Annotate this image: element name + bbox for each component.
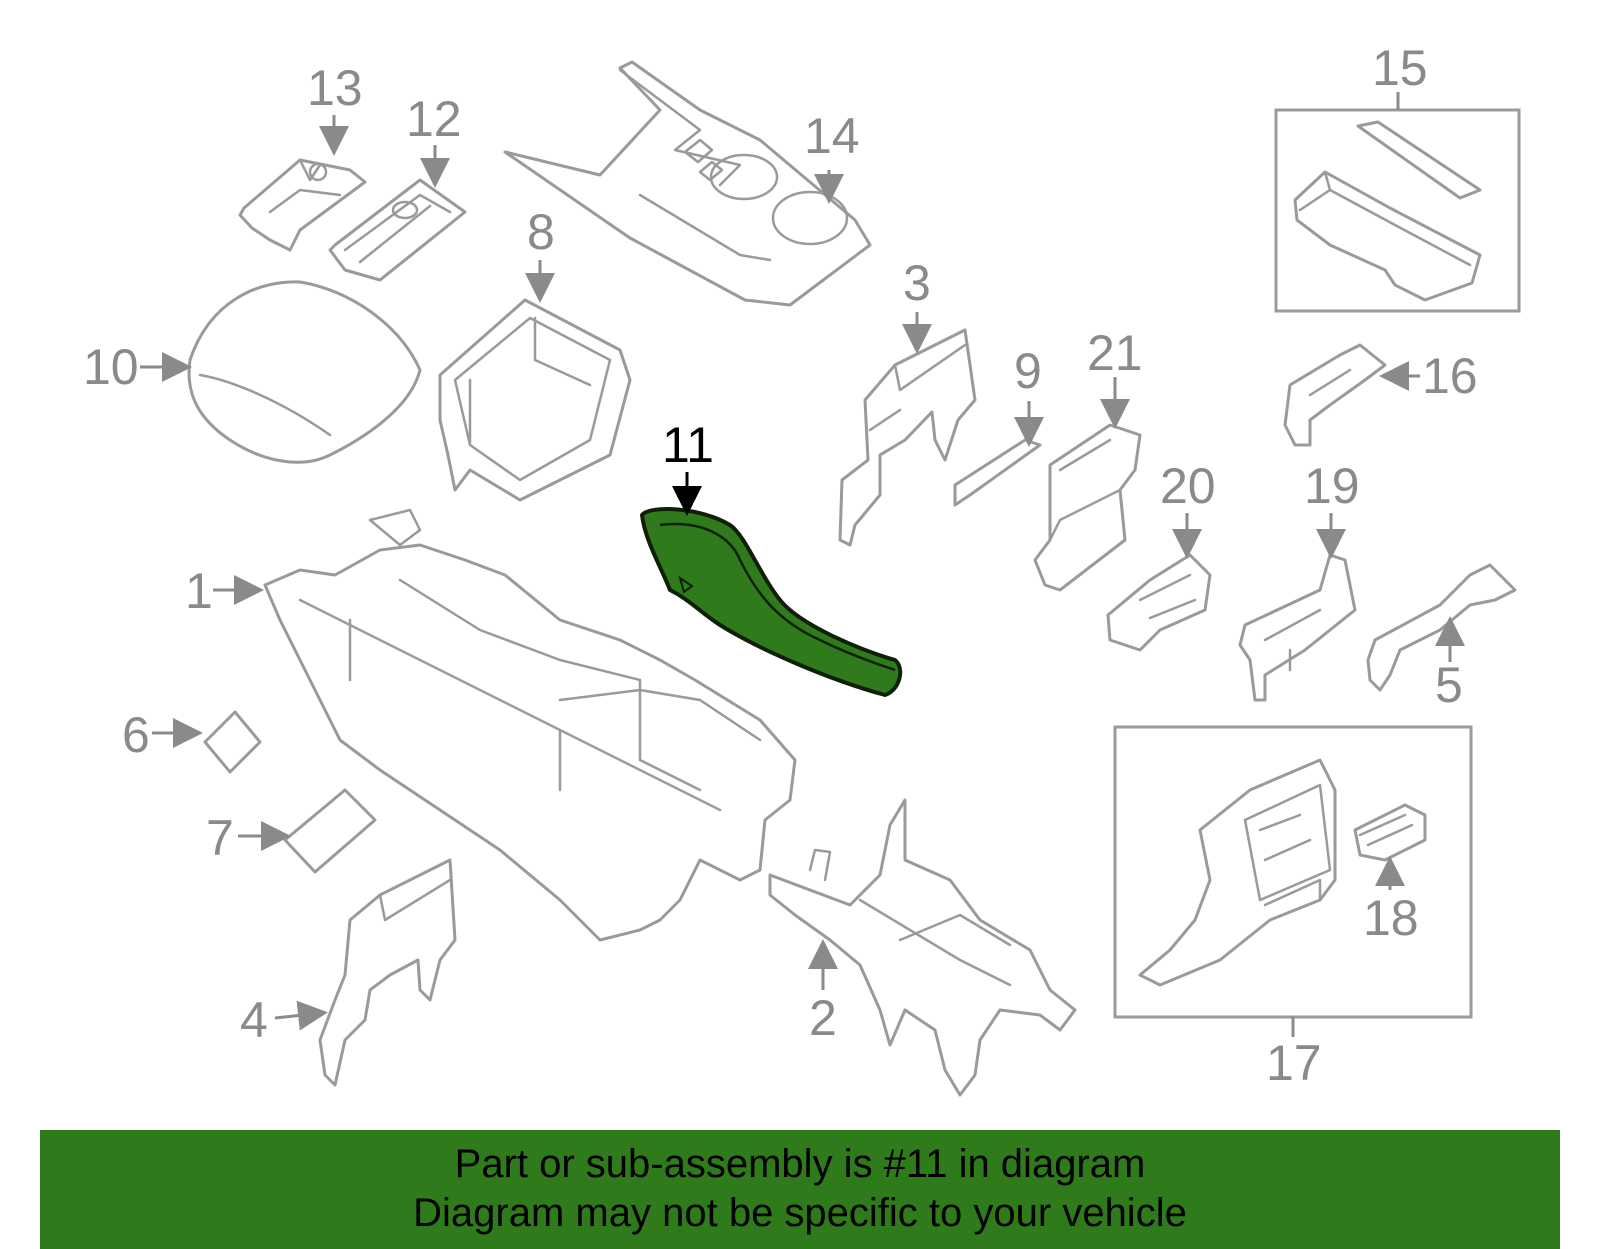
banner-line-2: Diagram may not be specific to your vehi…	[413, 1191, 1187, 1235]
callout-17: 17	[1266, 1035, 1322, 1091]
info-banner: Part or sub-assembly is #11 in diagram D…	[40, 1130, 1560, 1249]
callout-3: 3	[903, 255, 931, 311]
part-13[interactable]	[238, 158, 367, 252]
callout-18: 18	[1363, 890, 1419, 946]
callout-21: 21	[1087, 325, 1143, 381]
part-12[interactable]	[328, 178, 467, 282]
part-15[interactable]	[1274, 108, 1521, 313]
callout-19: 19	[1304, 458, 1360, 514]
part-19[interactable]	[1238, 553, 1357, 702]
callout-4: 4	[240, 992, 268, 1048]
leader-lines	[140, 92, 1465, 1037]
part-11-highlighted[interactable]	[640, 507, 903, 697]
callout-6: 6	[122, 707, 150, 763]
callout-10: 10	[83, 339, 139, 395]
part-21[interactable]	[1033, 423, 1142, 592]
part-9[interactable]	[953, 438, 1042, 507]
callout-15: 15	[1372, 40, 1428, 96]
callout-7: 7	[206, 810, 234, 866]
part-6[interactable]	[203, 710, 262, 774]
callout-5: 5	[1435, 657, 1463, 713]
part-1[interactable]	[263, 508, 797, 942]
callout-13: 13	[307, 60, 363, 116]
part-3[interactable]	[838, 328, 977, 547]
callout-8: 8	[527, 204, 555, 260]
callout-labels: 13 12 14 15 8 10 3 9 21 16 11 20 19 1 5 …	[83, 40, 1478, 1091]
part-7[interactable]	[283, 788, 377, 874]
part-2[interactable]	[768, 798, 1077, 1097]
part-16[interactable]	[1283, 343, 1387, 447]
part-10[interactable]	[187, 280, 422, 464]
part-8[interactable]	[438, 298, 632, 502]
part-4[interactable]	[318, 858, 457, 1087]
callout-16: 16	[1422, 348, 1478, 404]
callout-20: 20	[1160, 458, 1216, 514]
part-17[interactable]	[1113, 725, 1473, 1019]
part-14[interactable]	[503, 60, 872, 307]
callout-12: 12	[406, 91, 462, 147]
part-20[interactable]	[1106, 553, 1212, 652]
callout-9: 9	[1014, 343, 1042, 399]
callout-1: 1	[185, 563, 213, 619]
callout-2: 2	[809, 990, 837, 1046]
banner-line-1: Part or sub-assembly is #11 in diagram	[454, 1142, 1146, 1186]
callout-11: 11	[662, 417, 714, 473]
callout-14: 14	[804, 108, 860, 164]
